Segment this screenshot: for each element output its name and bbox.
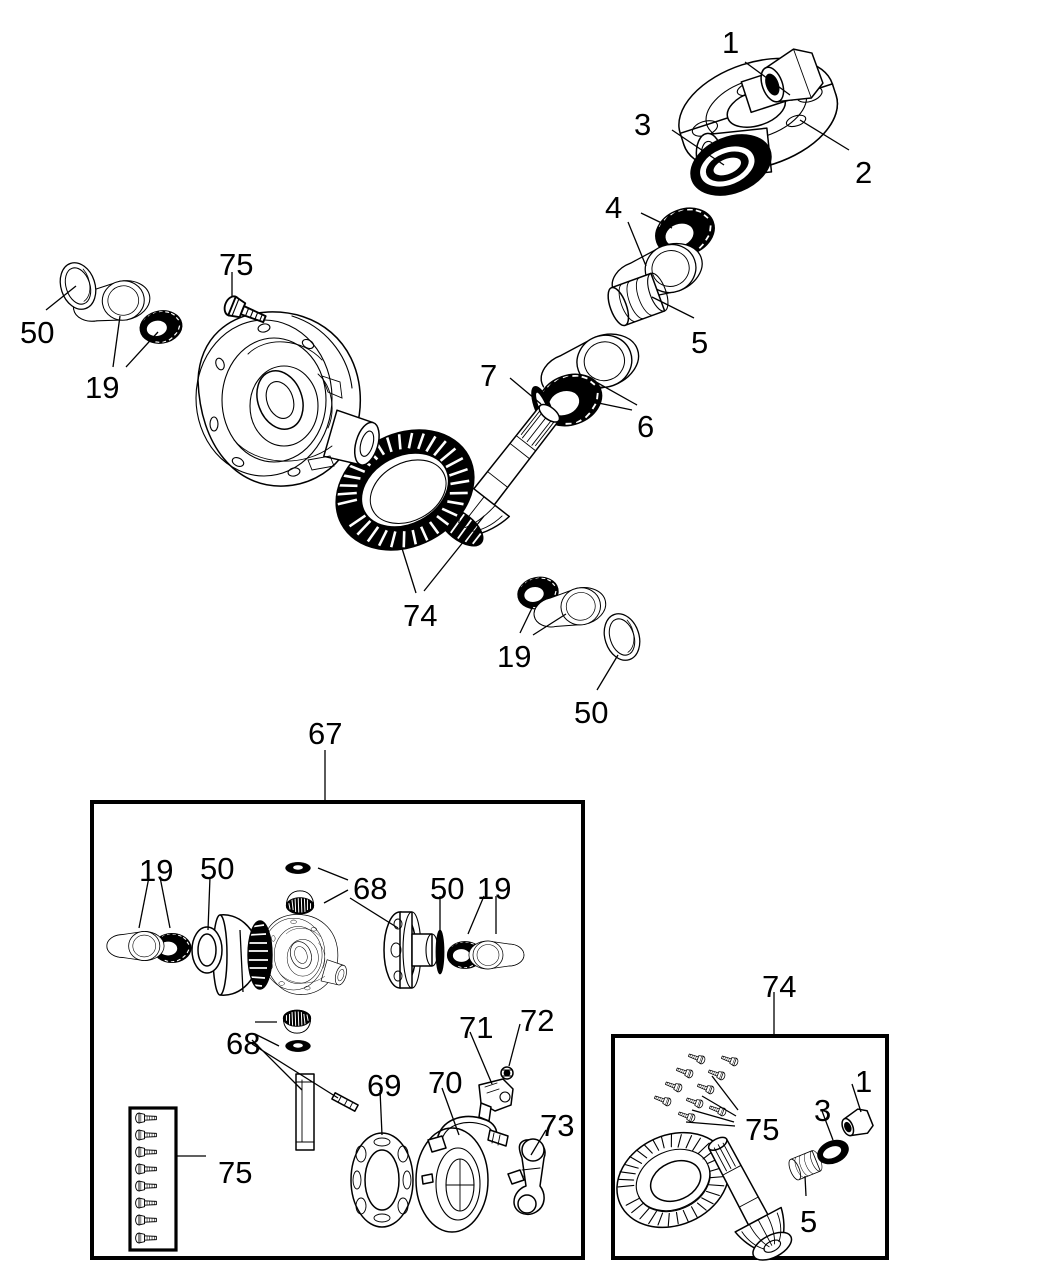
box-74-frame — [611, 1034, 889, 1260]
leader-lines-box74 — [685, 1075, 862, 1197]
part-3-shim — [690, 134, 772, 196]
callout-19-b1: 19 — [139, 853, 174, 888]
callout-50-b2: 50 — [430, 871, 465, 906]
callout-75-strip: 75 — [218, 1155, 253, 1190]
part-19-cup-box67-left — [106, 931, 165, 961]
callout-72: 72 — [520, 1003, 555, 1038]
callout-1-top: 1 — [722, 25, 740, 60]
callout-71: 71 — [459, 1010, 494, 1045]
callout-3-box74: 3 — [814, 1093, 832, 1128]
leader-lines-top — [45, 61, 850, 691]
part-68-side-gear-right — [383, 911, 439, 989]
part-50-ring-right — [597, 608, 647, 666]
part-72-screw — [500, 1066, 514, 1080]
part-3-shim-box74 — [817, 1139, 849, 1165]
part-19-bearing-cone-left — [136, 306, 186, 348]
part-68-pinion-gear-bottom — [282, 1009, 312, 1034]
part-1-pinion-nut — [760, 48, 824, 103]
callout-5-top: 5 — [691, 325, 709, 360]
part-70-locker-coil — [415, 1115, 509, 1233]
part-75-bolt-set-box74 — [653, 1051, 740, 1124]
callout-1-box74: 1 — [855, 1064, 873, 1099]
box-67-frame — [90, 800, 585, 1260]
callout-75-upper: 75 — [219, 247, 254, 282]
part-68-roll-pin — [331, 1092, 359, 1112]
part-5-spacer-box74 — [788, 1150, 823, 1181]
part-74-pinion-box — [707, 1136, 793, 1261]
callout-19-left: 19 — [85, 370, 120, 405]
callout-68-lower: 68 — [226, 1026, 261, 1061]
part-50-shim-box67-right — [435, 929, 445, 975]
part-68-washer-top — [285, 861, 311, 875]
callout-74-box: 74 — [762, 969, 797, 1004]
differential-carrier-housing — [195, 311, 380, 487]
callout-68-upper: 68 — [353, 871, 388, 906]
part-74-ring-gear-box — [616, 1131, 730, 1229]
callout-5-box74: 5 — [800, 1204, 818, 1239]
part-69-exciter-ring — [350, 1132, 414, 1228]
callout-2-top: 2 — [855, 155, 873, 190]
box-75-bolt-strip — [128, 1106, 178, 1252]
part-50-shim-box67-left — [191, 926, 223, 974]
callout-73: 73 — [540, 1108, 575, 1143]
callout-7-top: 7 — [480, 358, 498, 393]
callout-50-left: 50 — [20, 315, 55, 350]
part-1-nut-box74 — [841, 1108, 874, 1137]
part-5-collapsible-spacer — [607, 272, 669, 327]
part-68-pinion-gear-top — [285, 890, 315, 915]
callout-50-b1: 50 — [200, 851, 235, 886]
callout-67-box: 67 — [308, 716, 343, 751]
callout-4-top: 4 — [605, 190, 623, 225]
part-68-cross-pin — [295, 1073, 315, 1151]
callout-19-mid: 19 — [497, 639, 532, 674]
callout-19-b2: 19 — [477, 871, 512, 906]
callout-3-top: 3 — [634, 107, 652, 142]
leader-lines-box67 — [138, 867, 547, 1157]
part-73-fork-lever — [507, 1138, 546, 1216]
part-67-diff-case — [262, 914, 347, 995]
part-19-cup-box67-right — [468, 940, 525, 970]
callout-75-box74: 75 — [745, 1112, 780, 1147]
callout-6-top: 6 — [637, 409, 655, 444]
callout-50-mid: 50 — [574, 695, 609, 730]
callout-74-top: 74 — [403, 598, 438, 633]
part-68-washer-bottom — [285, 1039, 311, 1053]
callout-70: 70 — [428, 1065, 463, 1100]
part-71-sensor-bracket — [478, 1078, 514, 1122]
callout-69: 69 — [367, 1068, 402, 1103]
